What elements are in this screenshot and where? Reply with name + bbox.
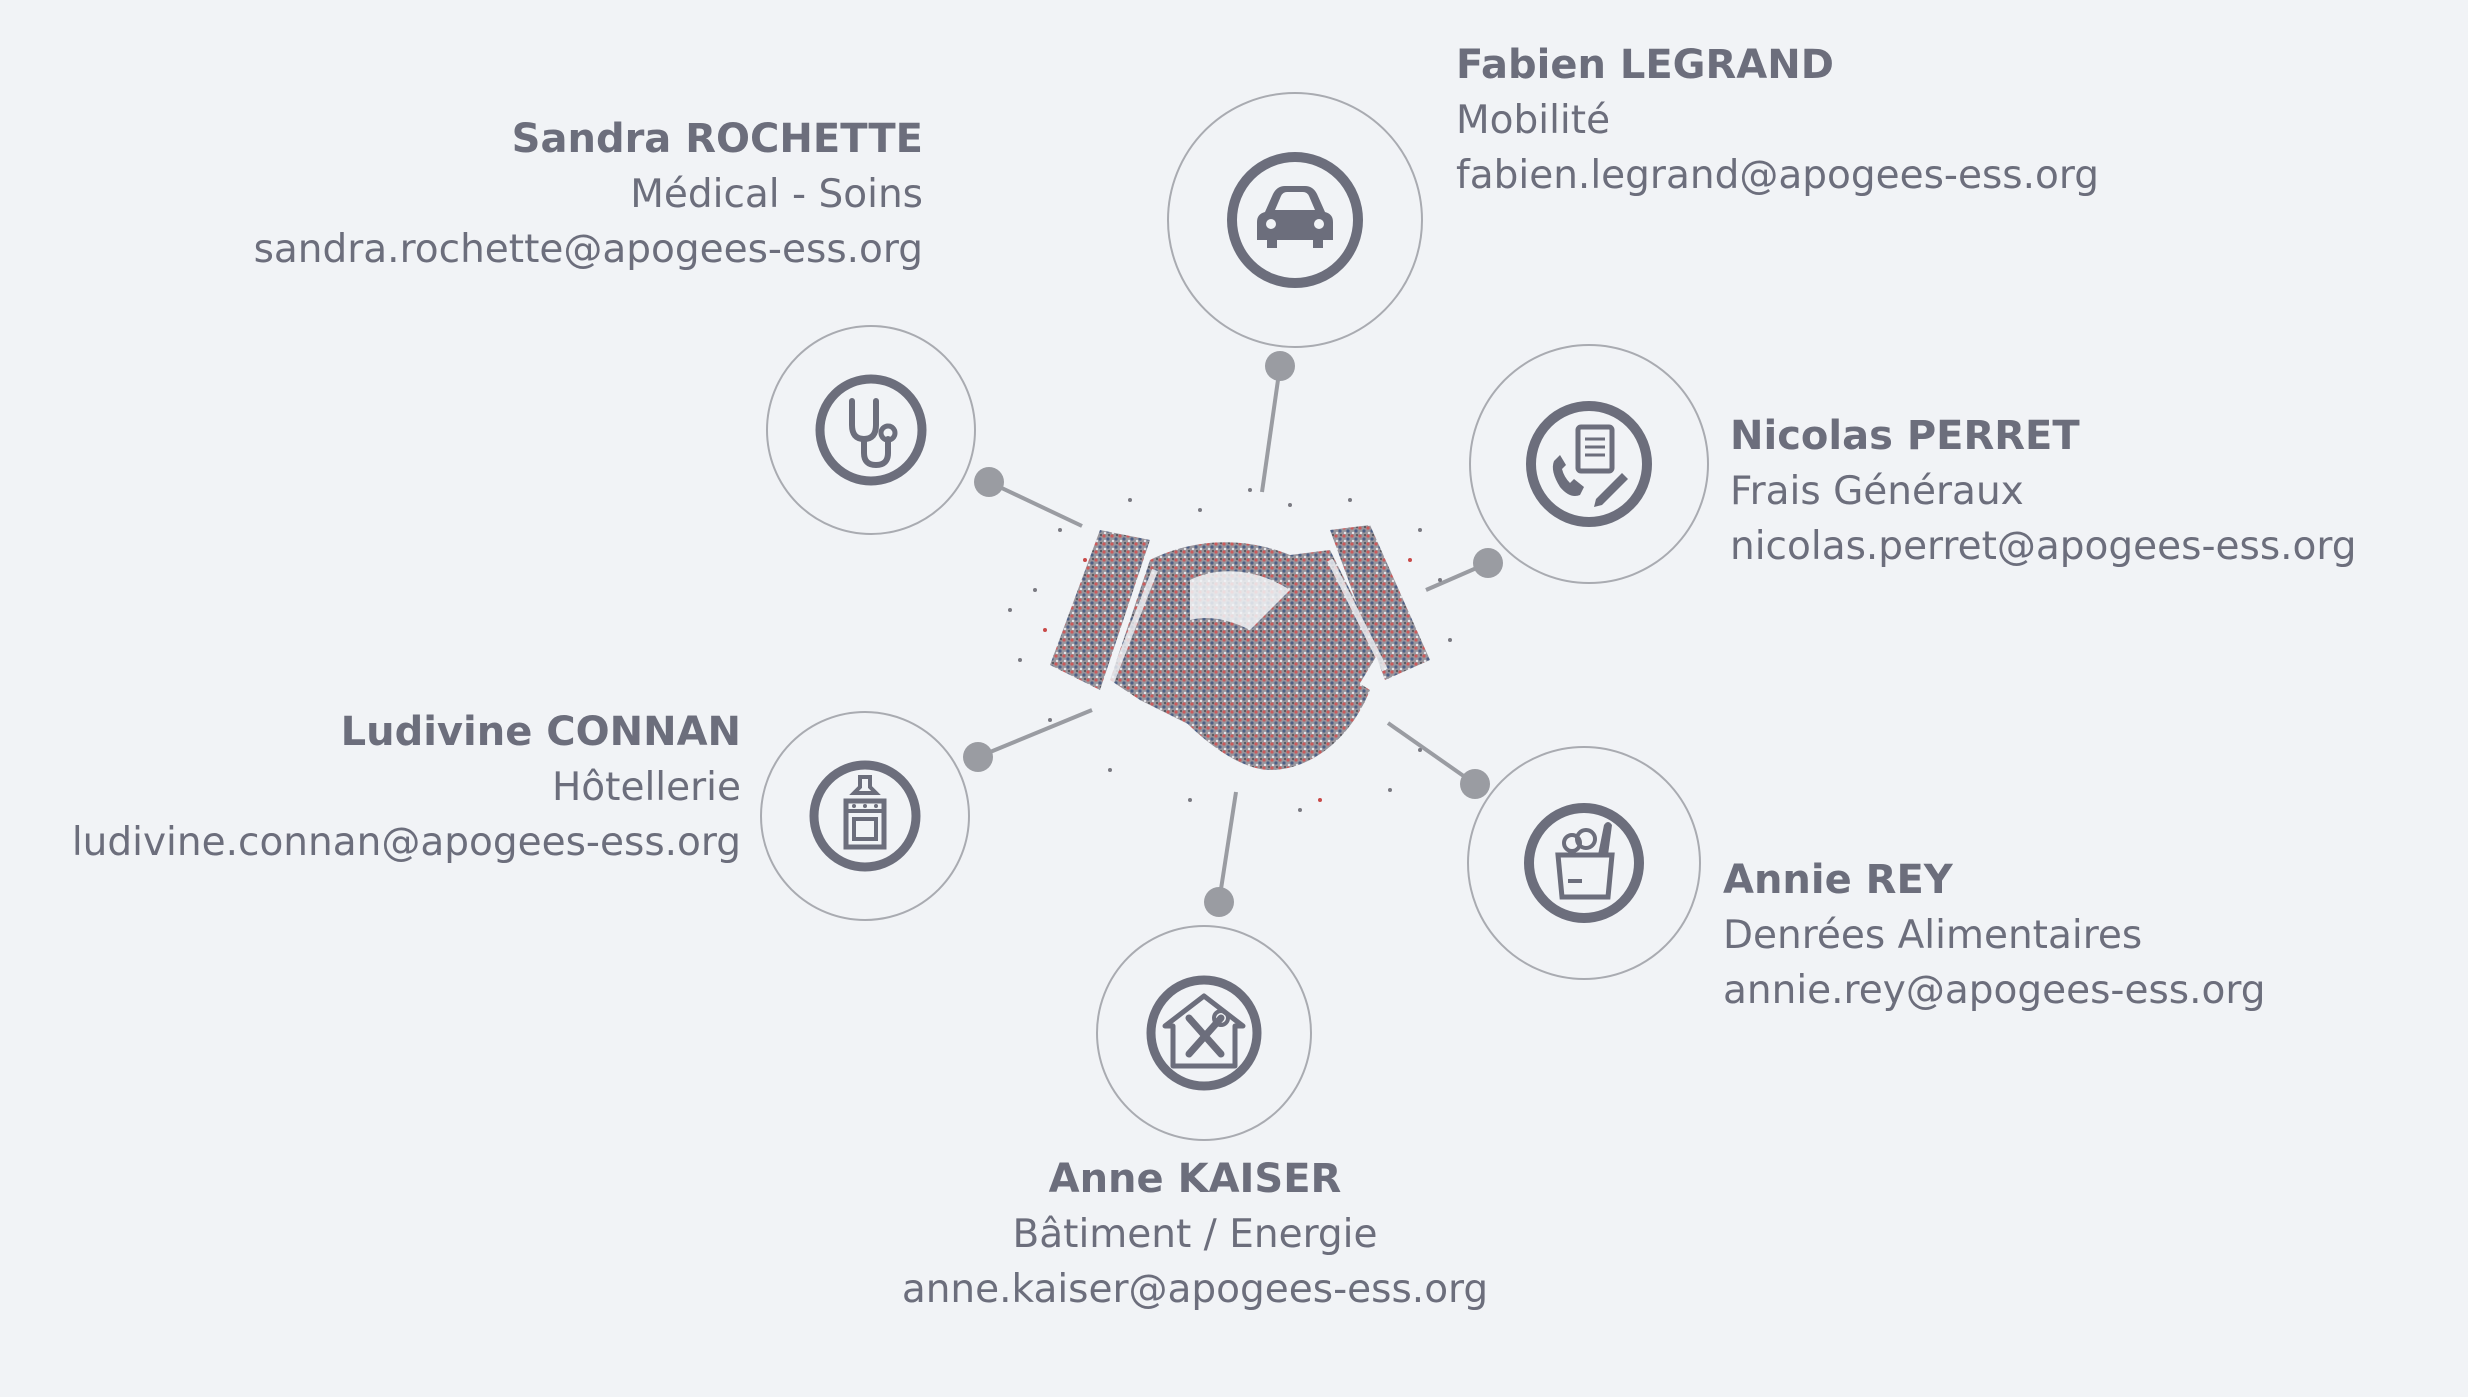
contact-role: Bâtiment / Energie	[1012, 1212, 1378, 1257]
contact-name: Fabien LEGRAND	[1456, 42, 1834, 88]
contact-annie: Annie REY Denrées Alimentaires annie.rey…	[1723, 853, 2265, 1018]
contact-name: Anne KAISER	[1048, 1156, 1342, 1202]
contact-name: Sandra ROCHETTE	[511, 116, 923, 162]
contact-email[interactable]: nicolas.perret@apogees-ess.org	[1730, 524, 2357, 569]
contact-role: Denrées Alimentaires	[1723, 913, 2143, 958]
contact-email[interactable]: sandra.rochette@apogees-ess.org	[253, 227, 923, 272]
connector-dot	[963, 742, 993, 772]
office-supplies-icon	[1526, 401, 1652, 527]
contact-role: Frais Généraux	[1730, 469, 2024, 514]
contact-name: Annie REY	[1723, 857, 1953, 903]
contact-anne: Anne KAISER Bâtiment / Energie anne.kais…	[880, 1152, 1510, 1317]
connector-dot	[1473, 548, 1503, 578]
connector-dot	[1204, 887, 1234, 917]
contact-email[interactable]: annie.rey@apogees-ess.org	[1723, 968, 2266, 1013]
house-tools-icon	[1146, 975, 1262, 1091]
contact-nicolas: Nicolas PERRET Frais Généraux nicolas.pe…	[1730, 409, 2357, 574]
contact-ludivine: Ludivine CONNAN Hôtellerie ludivine.conn…	[72, 705, 741, 870]
contact-sandra: Sandra ROCHETTE Médical - Soins sandra.r…	[254, 112, 923, 277]
stethoscope-icon	[815, 374, 927, 486]
bubble-mobilite	[1167, 92, 1423, 348]
kitchen-stove-icon	[809, 760, 921, 872]
contact-email[interactable]: fabien.legrand@apogees-ess.org	[1456, 153, 2099, 198]
contact-role: Mobilité	[1456, 98, 1611, 143]
connector-dot	[1265, 351, 1295, 381]
connector-dot	[1460, 769, 1490, 799]
bubble-denrees	[1467, 746, 1701, 980]
contact-name: Nicolas PERRET	[1730, 413, 2080, 459]
contact-name: Ludivine CONNAN	[340, 709, 741, 755]
contact-role: Hôtellerie	[551, 765, 741, 810]
car-icon	[1227, 152, 1363, 288]
contact-role: Médical - Soins	[630, 172, 923, 217]
bubble-batiment	[1096, 925, 1312, 1141]
handshake-crowd-image	[1008, 488, 1452, 812]
grocery-bag-icon	[1524, 803, 1644, 923]
contact-email[interactable]: ludivine.connan@apogees-ess.org	[71, 820, 741, 865]
contact-email[interactable]: anne.kaiser@apogees-ess.org	[901, 1267, 1489, 1312]
connector-dot	[974, 467, 1004, 497]
bubble-hotellerie	[760, 711, 970, 921]
bubble-medical	[766, 325, 976, 535]
contact-fabien: Fabien LEGRAND Mobilité fabien.legrand@a…	[1456, 38, 2099, 203]
bubble-frais-generaux	[1469, 344, 1709, 584]
